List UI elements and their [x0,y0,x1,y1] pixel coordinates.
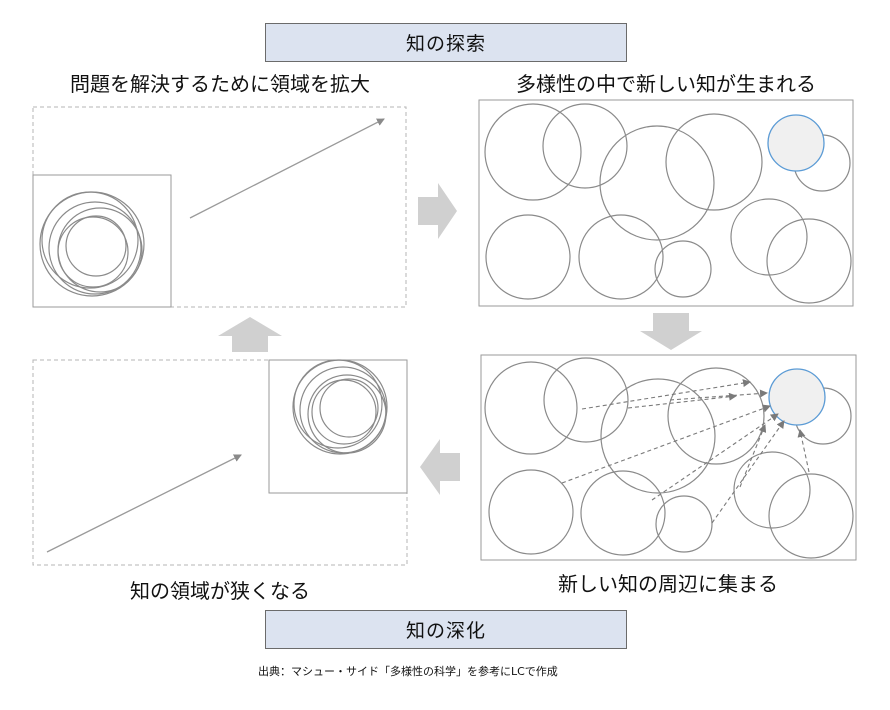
original-domain-frame [32,174,172,308]
new-knowledge-circle-center [768,368,826,426]
gathering-knowledge-circles [484,357,854,559]
narrow-domain-frame [268,359,408,494]
source-note: 出典：マシュー・サイド「多様性の科学」を参考にLCで作成 [258,665,558,678]
caption-expand-domain: 問題を解決するために領域を拡大 [70,72,370,96]
knowledge-deepening-banner: 知の深化 [265,610,627,649]
gather-frame [480,354,857,561]
block-arrow-down [640,313,702,350]
block-arrow-right [418,183,457,239]
narrowing-arrow [46,454,242,553]
cycle-block-arrows [218,183,702,495]
expansion-arrow [189,118,385,219]
panel-narrow-domain [32,359,408,566]
narrowing-domain-frame [32,359,408,566]
panel-expand-domain [32,106,407,308]
clustered-knowledge-circles [39,191,145,297]
block-arrow-up [218,317,282,352]
knowledge-exploration-banner: 知の探索 [265,23,627,62]
caption-domain-narrows: 知の領域が狭くなる [130,579,310,603]
caption-new-knowledge-born: 多様性の中で新しい知が生まれる [516,72,816,96]
block-arrow-left [420,439,460,495]
new-knowledge-circle [767,114,825,172]
diversity-frame [478,99,854,307]
panel-diversity [478,99,854,307]
caption-gather-around-new-knowledge: 新しい知の周辺に集まる [558,572,778,596]
gathering-dashed-arrows [561,379,810,524]
converged-knowledge-circles [292,359,388,455]
panel-gather [480,354,857,561]
